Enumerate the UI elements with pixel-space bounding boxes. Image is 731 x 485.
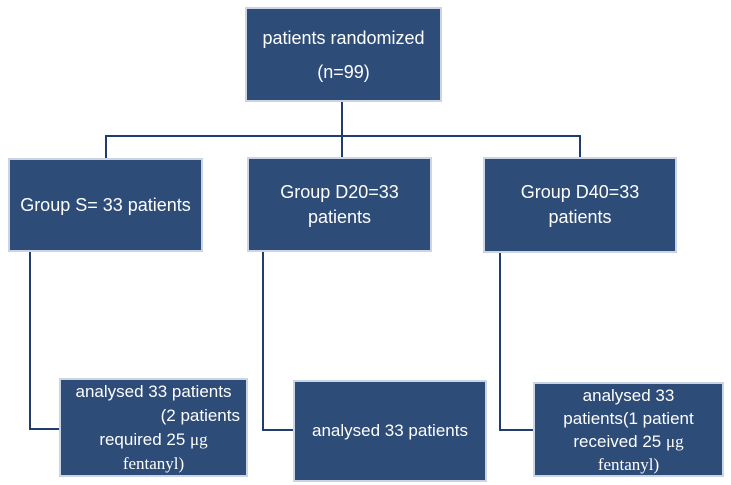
flow-box-group-d20: Group D20=33 patients xyxy=(247,157,432,252)
flow-box-text-line: Group D40=33 xyxy=(520,182,640,202)
flow-box-analysed-group-d40: analysed 33 patients(1 patient received 25… xyxy=(533,382,724,477)
connector-group-s-drop-line xyxy=(29,252,31,430)
connector-randomized-vertical-line xyxy=(341,102,343,158)
flow-box-text-line: analysed 33 xyxy=(582,385,675,405)
flow-box-text-line: received 25 μg xyxy=(573,431,684,451)
flow-box-analysed-group-d20: analysed 33 patients xyxy=(293,380,487,482)
flow-box-group-d40: Group D40=33 patients xyxy=(483,157,677,253)
flow-box-text-line: patients xyxy=(307,206,372,227)
flow-box-text-line: Group D20=33 xyxy=(280,181,399,202)
flow-box-text-line: patients xyxy=(548,207,612,227)
connector-group-d40-drop-line xyxy=(499,253,501,431)
connector-group-s-stub-line xyxy=(105,135,107,158)
flow-box-analysed-group-s: analysed 33 patients (2 patients required … xyxy=(59,378,248,477)
flow-box-text-line: Group S= 33 patients xyxy=(20,195,191,215)
connector-group-d20-elbow-line xyxy=(262,429,293,431)
flow-box-text-line: fentanyl) xyxy=(597,454,660,474)
connector-group-s-elbow-line xyxy=(29,428,59,430)
connector-branch-horizontal-line xyxy=(105,135,581,137)
flow-box-text-line: analysed 33 patients xyxy=(312,421,468,440)
flow-box-patients-randomized: patients randomized (n=99) xyxy=(245,7,442,102)
flow-box-group-s: Group S= 33 patients xyxy=(8,158,203,252)
flow-box-text-line: required 25 μg xyxy=(99,429,208,449)
connector-group-d40-elbow-line xyxy=(499,429,533,431)
connector-group-d40-stub-line xyxy=(579,135,581,157)
flow-box-text-line: analysed 33 patients xyxy=(75,381,232,401)
flow-box-text-line: (n=99) xyxy=(317,61,370,82)
connector-group-d20-drop-line xyxy=(262,252,264,431)
flow-box-text-line: (2 patients xyxy=(160,405,240,425)
flow-box-text-line: patients(1 patient xyxy=(563,408,694,428)
flow-box-text-line: fentanyl) xyxy=(122,453,185,473)
flow-box-text-line: patients randomized xyxy=(262,27,425,48)
